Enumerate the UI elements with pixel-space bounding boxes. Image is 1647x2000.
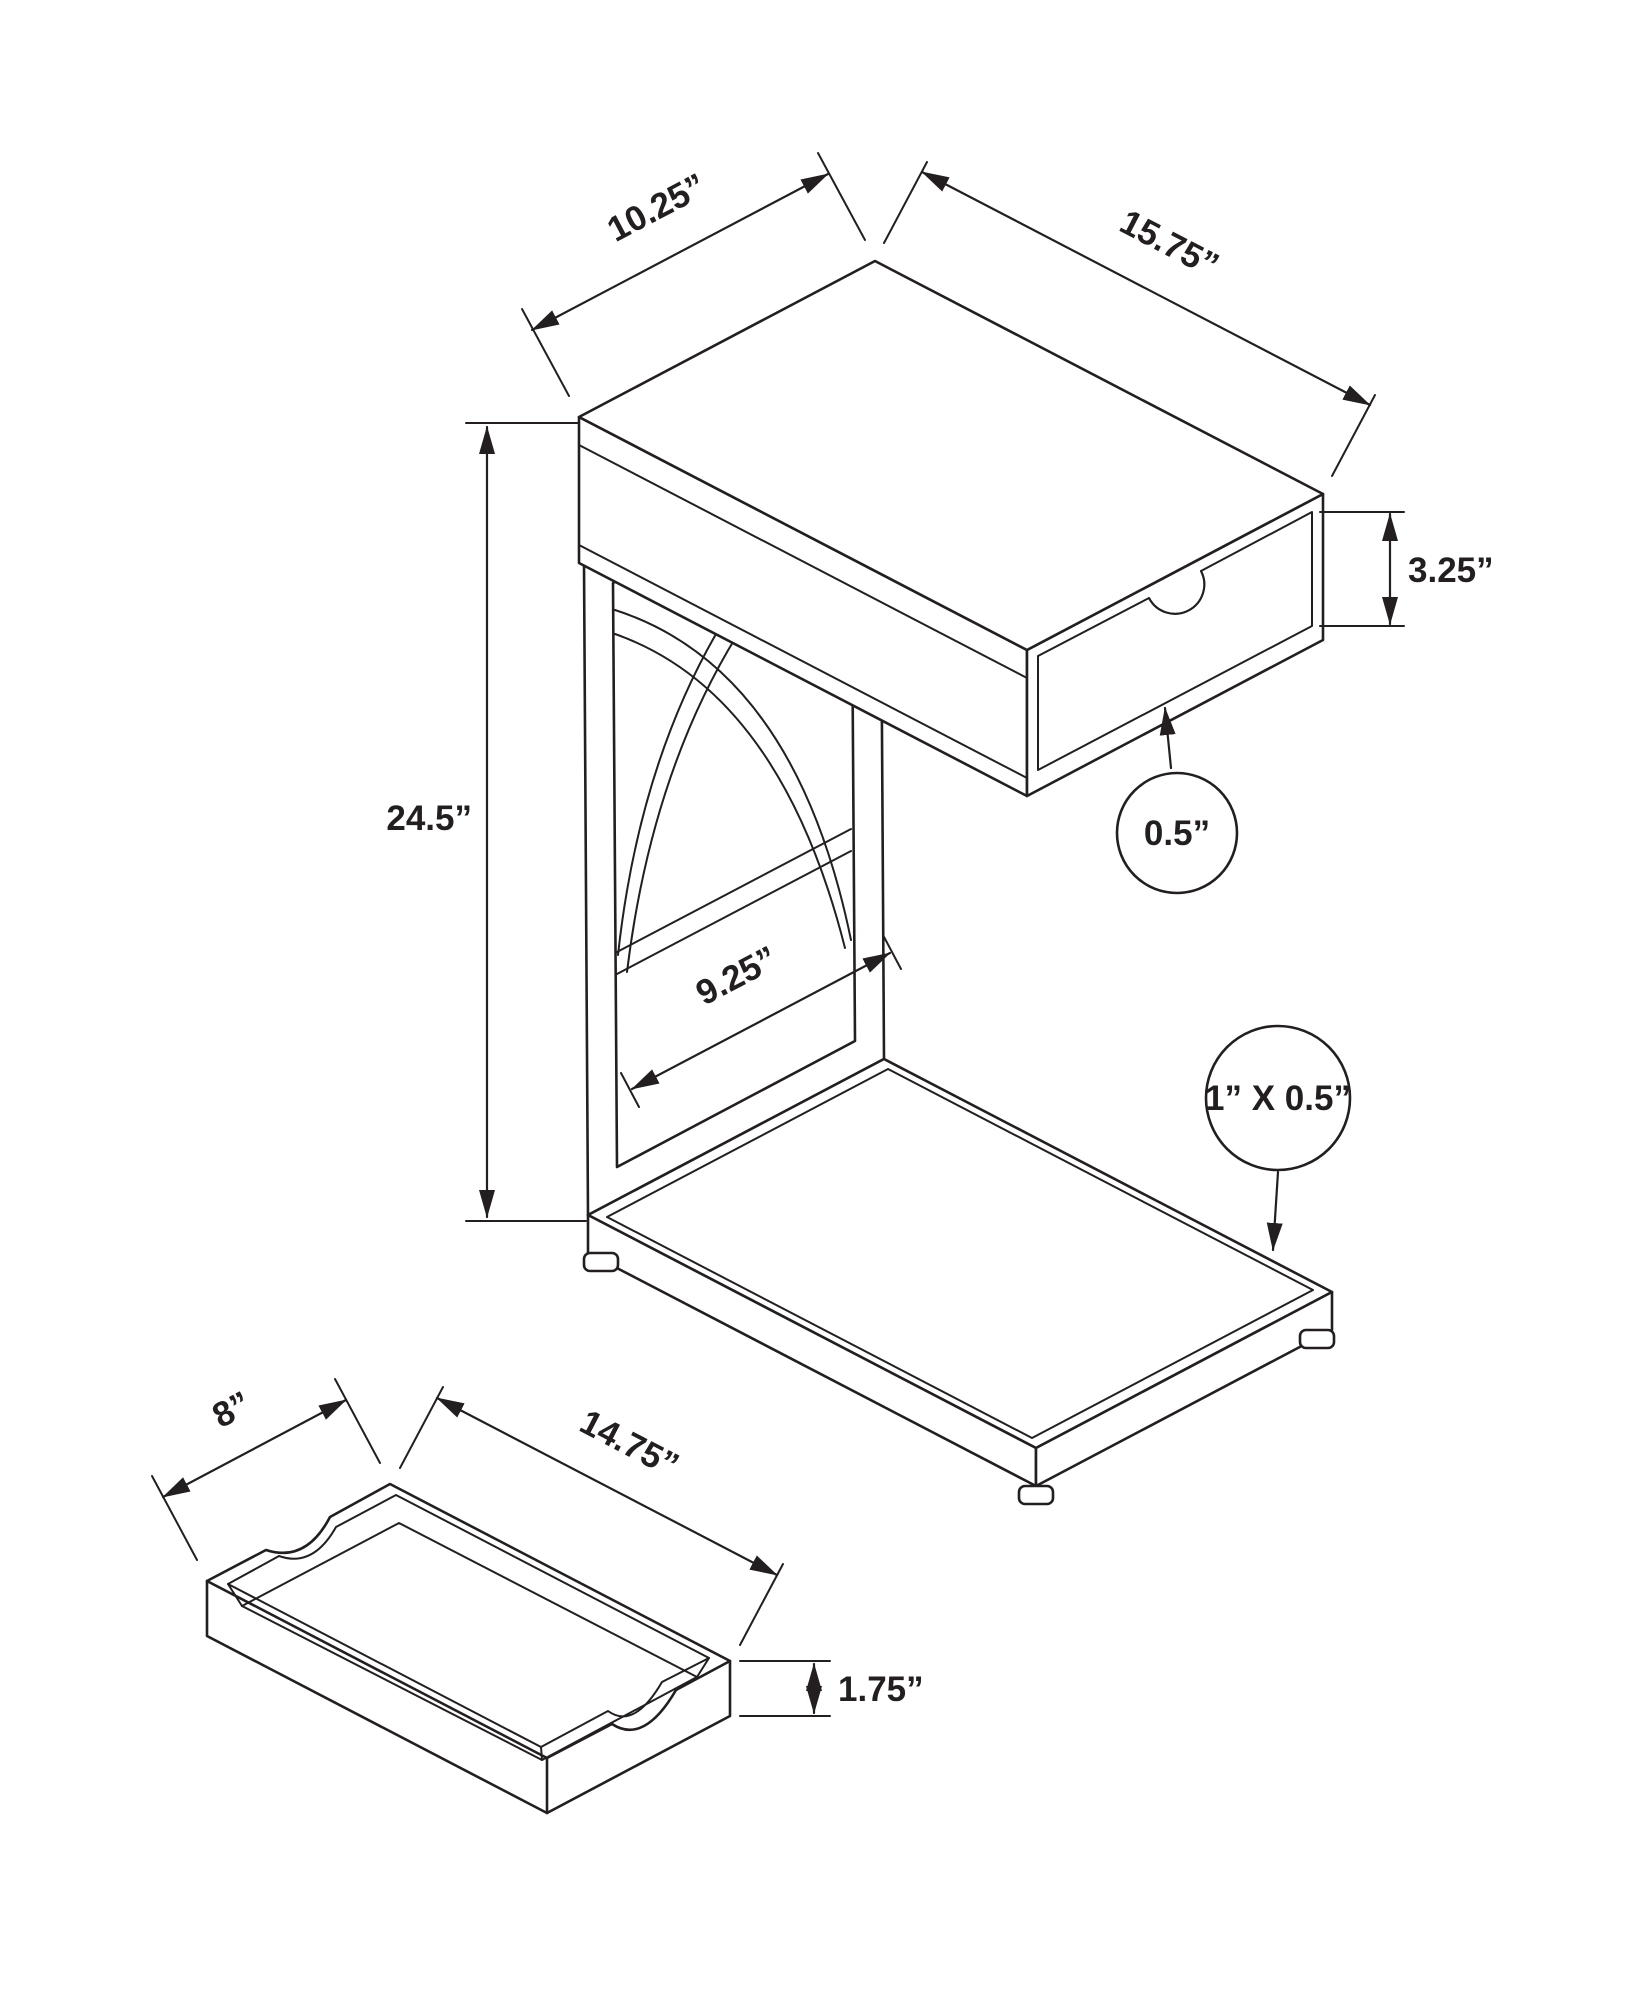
- dim-ext: [817, 152, 866, 241]
- dim-ext: [739, 1563, 784, 1646]
- dim-label-tray-height: 1.75”: [838, 1670, 924, 1709]
- dim-ext: [399, 1386, 444, 1469]
- dim-line: [530, 172, 830, 332]
- dim-ext: [1331, 394, 1376, 477]
- frame-cross-rail-top: [616, 828, 852, 953]
- tray-inner-corner-line: [696, 1657, 710, 1678]
- dim-label-drawer-gap: 0.5”: [1144, 814, 1210, 853]
- dim-line: [630, 951, 892, 1091]
- drawer-drawing: [205, 1482, 732, 1815]
- dim-leader: [1159, 706, 1176, 770]
- dim-label-overall-height: 24.5”: [386, 799, 472, 838]
- dim-circle: [1204, 1024, 1352, 1172]
- tray-rim-front-left-edge: [205, 1579, 549, 1760]
- dim-tray-height: 1.75”: [739, 1660, 924, 1717]
- dim-ext: [882, 934, 902, 970]
- dim-label-tray-depth: 8”: [206, 1384, 257, 1436]
- dim-label-top-width: 15.75”: [1114, 202, 1225, 285]
- dim-line: [920, 170, 1372, 407]
- drawer-handle-notch: [1148, 570, 1206, 615]
- dim-label-tray-width: 14.75”: [574, 1402, 685, 1485]
- base-platform: [582, 1057, 1336, 1506]
- frame-arc-1-inner: [614, 633, 846, 949]
- tray-rim-front-right-edge: [545, 1659, 732, 1760]
- table-drawing: [577, 259, 1336, 1506]
- dim-overall-height: 24.5”: [380, 422, 587, 1222]
- base-inner-rim: [606, 1068, 1314, 1439]
- dim-circle: [1115, 771, 1239, 895]
- dim-frame-tube: 1” X 0.5”: [1204, 1024, 1352, 1252]
- tray-inner-corner-line: [540, 1746, 543, 1761]
- dim-ext: [151, 1475, 198, 1561]
- dim-ext: [883, 161, 928, 244]
- dim-ext: [620, 1072, 640, 1108]
- dim-ext: [334, 1378, 381, 1464]
- dim-label-drawer-front-height: 3.25”: [1408, 551, 1494, 590]
- frame-arc-1: [614, 609, 852, 941]
- dim-leader: [1266, 1170, 1283, 1252]
- tabletop-box: [577, 259, 1325, 798]
- dim-line: [161, 1398, 348, 1499]
- dim-line: [435, 1396, 779, 1577]
- tabletop-slab-line: [578, 444, 1028, 679]
- dim-drawer-front-height: 3.25”: [1319, 511, 1494, 627]
- dim-ext: [521, 308, 570, 397]
- tray-inner-corner-line: [227, 1583, 243, 1607]
- tabletop-rail-line: [578, 544, 1028, 779]
- base-foot-front: [1017, 1484, 1055, 1506]
- base-foot-left: [582, 1251, 620, 1273]
- dim-label-frame-tube: 1” X 0.5”: [1205, 1079, 1351, 1118]
- dim-drawer-gap: 0.5”: [1115, 706, 1239, 895]
- dim-label-top-depth: 10.25”: [601, 166, 712, 250]
- base-foot-right: [1298, 1328, 1336, 1350]
